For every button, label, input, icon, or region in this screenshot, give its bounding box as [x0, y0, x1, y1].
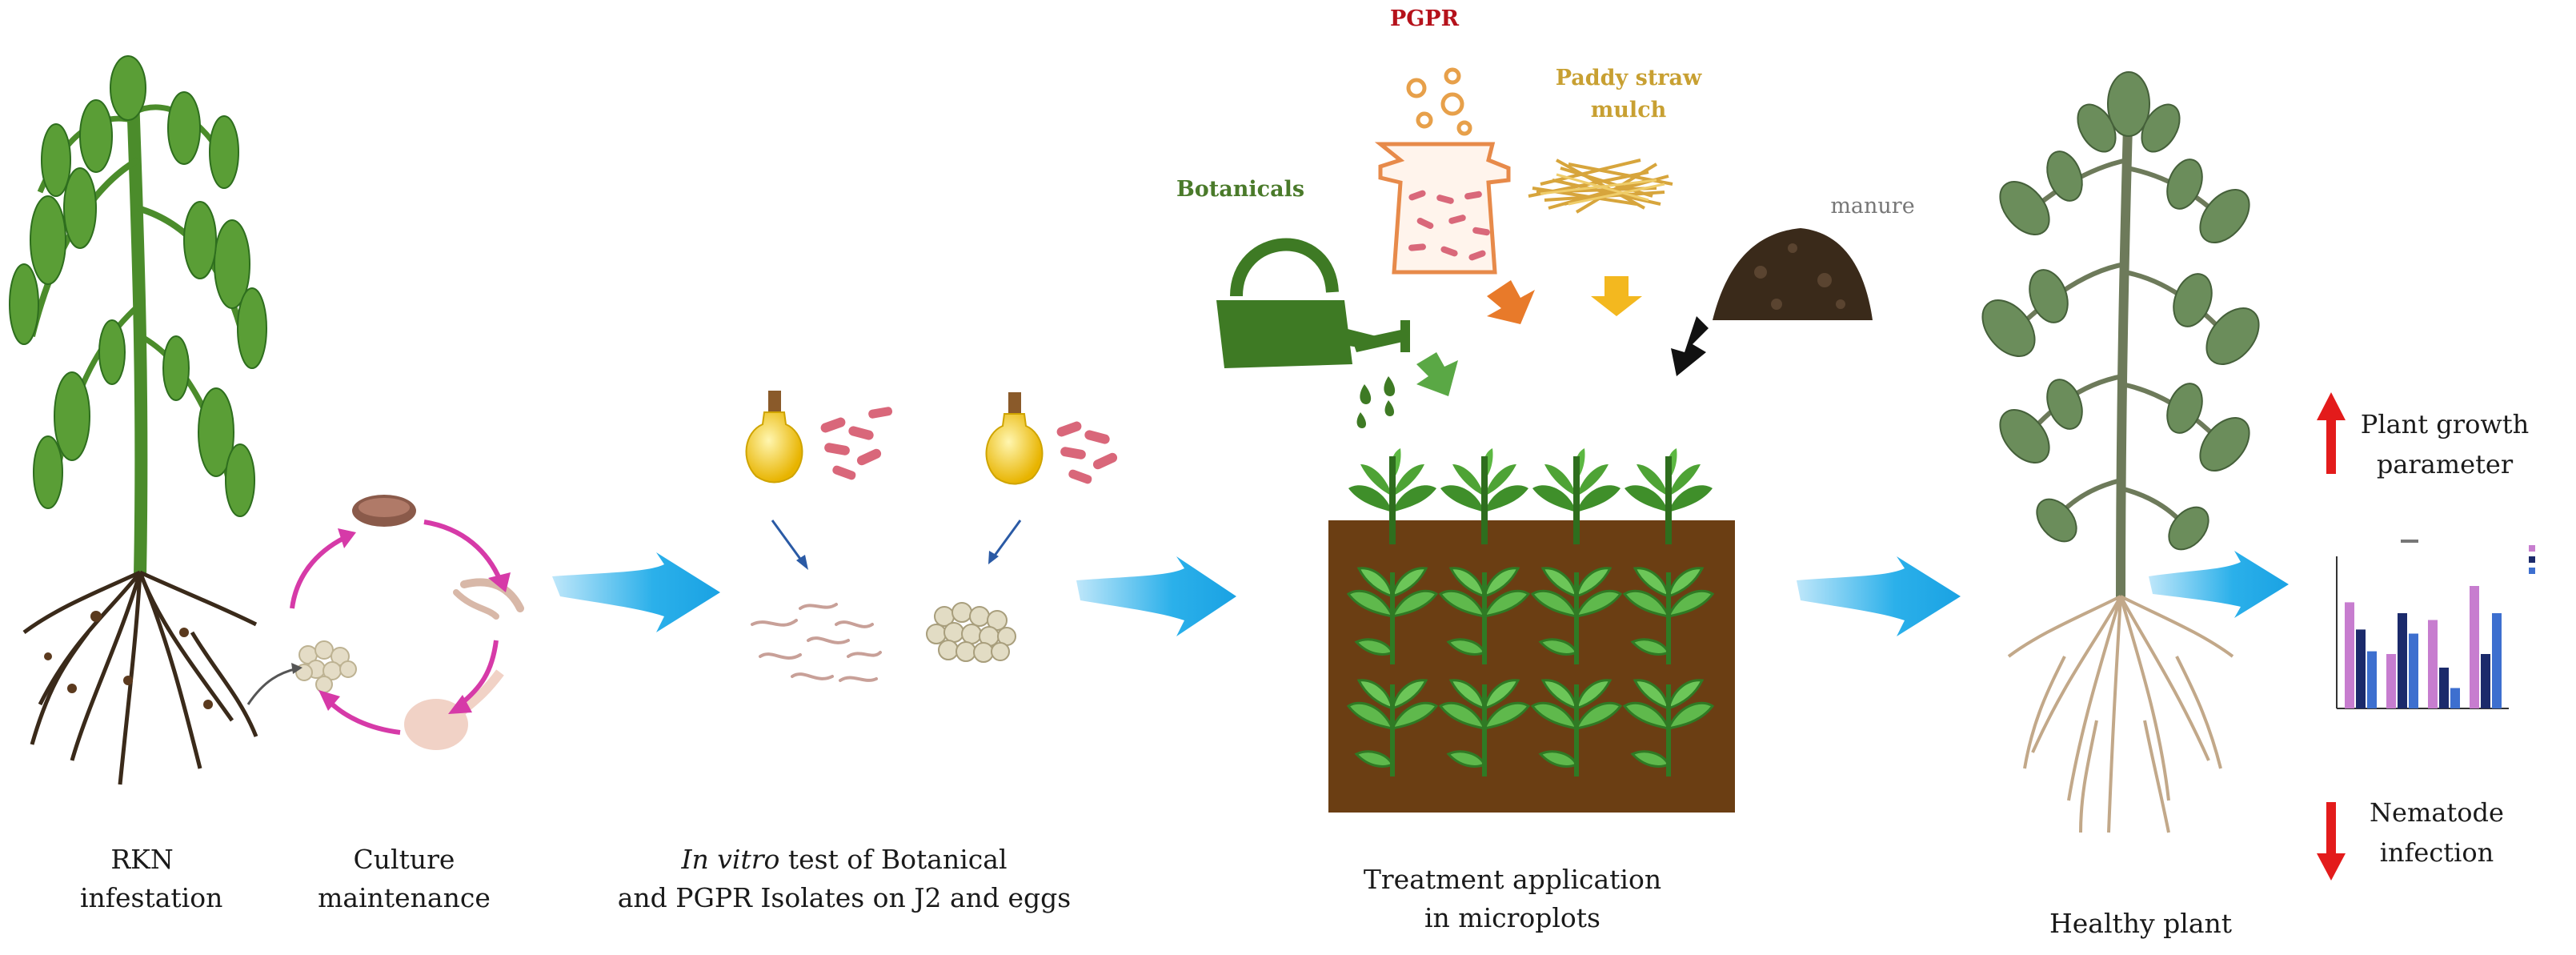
in-vitro-test-illustration — [745, 391, 1118, 682]
healthy-plant-illustration — [1981, 71, 2260, 833]
oil-flask-right — [985, 392, 1044, 485]
paddy-label-line1: Paddy straw — [1555, 66, 1702, 90]
mini-chart-bar — [2428, 620, 2438, 708]
rkn-label: RKN infestation — [80, 841, 223, 917]
mini-chart-bar — [2356, 629, 2366, 708]
input-arrows — [1416, 276, 1709, 396]
healthy-plant-label: Healthy plant — [2049, 908, 2233, 939]
flow-arrow-4 — [2149, 551, 2289, 618]
growth-parameter-label: Plant growth parameter — [2337, 404, 2553, 484]
treatment-label-line1: Treatment application — [1363, 864, 1662, 895]
pgpr-beaker-icon — [1374, 67, 1511, 275]
mini-chart-bar — [2367, 651, 2377, 708]
botanicals-label: Botanicals — [1176, 177, 1305, 202]
paddy-label-line2: mulch — [1590, 98, 1667, 122]
treatment-label-line2: in microplots — [1424, 902, 1600, 933]
paddy-straw-icon — [1528, 158, 1673, 214]
mini-chart-bar — [2409, 633, 2418, 708]
culture-cycle — [246, 495, 524, 750]
mini-chart-bar — [2439, 668, 2449, 708]
manure-label: manure — [1830, 194, 1915, 219]
mini-chart-legend — [2529, 545, 2535, 574]
flow-arrow-3 — [1797, 556, 1961, 636]
mini-chart-bar — [2345, 602, 2354, 708]
culture-label-line1: Culture — [353, 844, 455, 875]
flow-arrow-1 — [552, 552, 720, 632]
microplot-field — [1328, 448, 1735, 813]
in-vitro-rest: test of Botanical — [779, 844, 1008, 875]
nematode-infection-label: Nematode infection — [2353, 792, 2521, 873]
wilted-plant-illustration — [9, 55, 267, 785]
mini-bar-chart — [2336, 540, 2535, 709]
in-vitro-label-line1: In vitro test of Botanical — [608, 841, 1080, 879]
mini-chart-bar — [2470, 586, 2479, 708]
mini-chart-title-mark — [2401, 540, 2418, 543]
oil-flask-left — [745, 391, 803, 484]
mini-chart-bar — [2398, 613, 2407, 708]
rkn-label-line2: infestation — [80, 882, 223, 913]
growth-label-line1: Plant growth — [2360, 409, 2530, 439]
in-vitro-italic: In vitro — [681, 844, 780, 875]
growth-up-arrow — [2317, 392, 2346, 474]
watering-can-icon — [1216, 238, 1410, 428]
rkn-label-line1: RKN — [110, 844, 174, 875]
nematode-label-line2: infection — [2379, 837, 2494, 868]
mini-chart-bar — [2450, 688, 2460, 708]
treatment-label: Treatment application in microplots — [1344, 861, 1681, 937]
flow-arrow-2 — [1076, 556, 1236, 636]
mini-chart-bar — [2481, 654, 2490, 708]
in-vitro-label-line2: and PGPR Isolates on J2 and eggs — [617, 882, 1072, 913]
in-vitro-label: In vitro test of Botanical and PGPR Isol… — [608, 841, 1080, 917]
nematode-down-arrow — [2317, 802, 2346, 881]
manure-pile-icon — [1713, 228, 1873, 320]
growth-label-line2: parameter — [2376, 449, 2514, 480]
paddy-straw-label: Paddy straw mulch — [1536, 62, 1721, 126]
culture-label: Culture maintenance — [304, 841, 504, 917]
mini-chart-bar — [2386, 654, 2396, 708]
culture-label-line2: maintenance — [318, 882, 491, 913]
mini-chart-bar — [2492, 613, 2502, 708]
nematode-label-line1: Nematode — [2370, 797, 2504, 828]
pgpr-label: PGPR — [1389, 6, 1460, 31]
